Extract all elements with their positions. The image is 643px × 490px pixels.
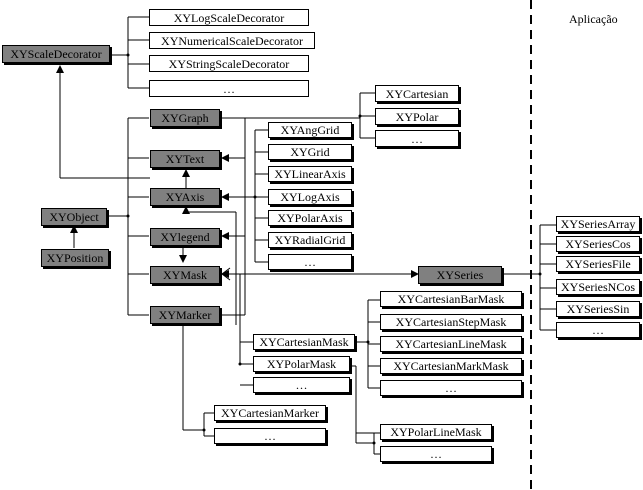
node-series-more: …	[556, 322, 640, 338]
node-xycartesianlinemask: XYCartesianLineMask	[380, 336, 522, 352]
node-xycartesian: XYCartesian	[375, 85, 459, 102]
node-xyseriesncos: XYSeriesNCos	[556, 279, 640, 295]
node-xymask: XYMask	[150, 266, 220, 284]
node-xyaxis: XYAxis	[150, 188, 220, 206]
node-xylegend: XYlegend	[150, 228, 220, 246]
node-marker-more: …	[214, 428, 326, 444]
node-xypolar: XYPolar	[375, 108, 459, 125]
node-xylogaxis: XYLogAxis	[268, 189, 352, 205]
node-xyanggrid: XYAngGrid	[268, 122, 352, 138]
node-xytext: XYText	[150, 150, 220, 168]
node-xyseriessin: XYSeriesSin	[556, 301, 640, 317]
node-xyseriesarray: XYSeriesArray	[556, 216, 640, 232]
node-xystringscaledecorator: XYStringScaleDecorator	[149, 55, 309, 72]
node-polarmask-more: …	[380, 446, 492, 462]
node-xygrid: XYGrid	[268, 144, 352, 160]
node-scale-more: …	[149, 80, 309, 97]
node-xypolaraxis: XYPolarAxis	[268, 210, 352, 226]
node-xylogscaledecorator: XYLogScaleDecorator	[149, 9, 309, 26]
node-xyseries: XYSeries	[418, 266, 502, 284]
node-xyposition: XYPosition	[41, 249, 109, 267]
node-cartmask-more: …	[380, 380, 522, 396]
node-graph-more: …	[375, 130, 459, 147]
node-xyseriescos: XYSeriesCos	[556, 236, 640, 252]
node-xyobject: XYObject	[41, 208, 107, 226]
node-xycartesianstepmask: XYCartesianStepMask	[380, 314, 522, 330]
node-xyradialgrid: XYRadialGrid	[268, 232, 352, 248]
node-xycartesianmarkmask: XYCartesianMarkMask	[380, 358, 522, 374]
node-xygraph: XYGraph	[150, 109, 220, 127]
node-xyscaledecorator: XYScaleDecorator	[2, 45, 110, 63]
node-axis-more: …	[268, 254, 352, 270]
node-mask-more: …	[253, 377, 350, 393]
node-xycartesianmask: XYCartesianMask	[253, 334, 355, 350]
node-xynumericalscaledecorator: XYNumericalScaleDecorator	[149, 32, 315, 49]
node-xylinearaxis: XYLinearAxis	[268, 166, 352, 182]
node-xyseriesfile: XYSeriesFile	[556, 256, 640, 272]
node-xycartesianbarmask: XYCartesianBarMask	[380, 291, 522, 307]
node-xymarker: XYMarker	[150, 306, 220, 324]
node-xypolarlinemask: XYPolarLineMask	[380, 424, 492, 440]
node-xycartesianmarker: XYCartesianMarker	[214, 405, 326, 421]
application-label: Aplicação	[569, 12, 618, 26]
node-xypolarmask: XYPolarMask	[253, 356, 350, 372]
